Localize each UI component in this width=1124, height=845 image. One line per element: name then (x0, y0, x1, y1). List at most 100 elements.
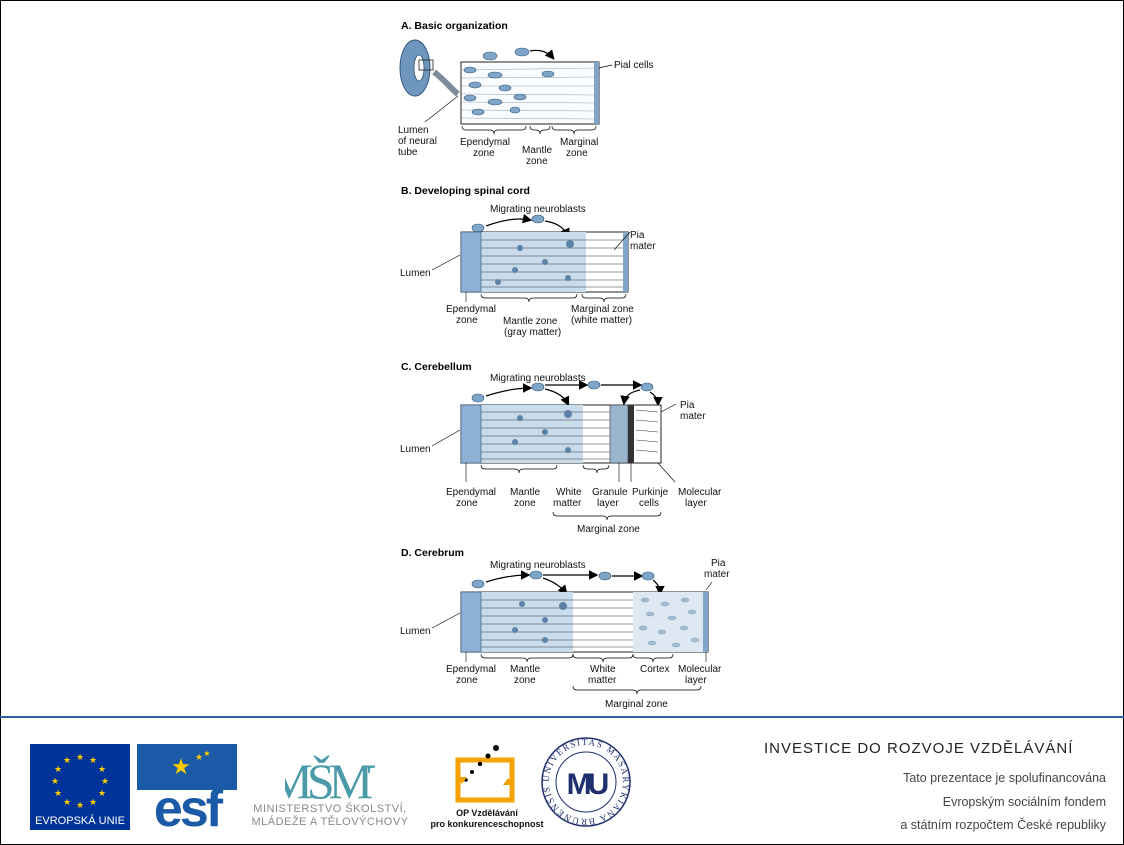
neural-tube-figure: A. Basic organization (398, 20, 730, 710)
ependymal-label-b-1: Ependymal (446, 304, 496, 315)
esf-logo: ★ ★★ esf (137, 744, 237, 830)
marginal-label-a-1: Marginal (560, 137, 598, 148)
msmt-logo: MŠMT (285, 753, 375, 804)
footer-heading: INVESTICE DO ROZVOJE VZDĚLÁVÁNÍ (764, 740, 1074, 757)
fibers-b (481, 239, 623, 288)
neuroblasts-c (512, 410, 572, 453)
pia-label-d-1: Pia (711, 558, 726, 569)
zoom-arrow-icon (432, 69, 460, 97)
ependymal-label-d-1: Ependymal (446, 664, 496, 675)
bracket-marginal-a (551, 125, 597, 135)
footer-divider (0, 716, 1124, 718)
fibers-d (481, 599, 633, 648)
footer-line-1: Tato prezentace je spolufinancována (903, 771, 1106, 785)
ependymal-label-a-2: zone (473, 148, 495, 159)
cortex-label-d: Cortex (640, 664, 669, 675)
white-label-d-2: matter (588, 675, 617, 686)
marginal-label-b-2: (white matter) (571, 315, 632, 326)
svg-text:★: ★ (89, 756, 97, 766)
white-label-c-1: White (556, 487, 582, 498)
svg-text:★: ★ (76, 753, 84, 763)
svg-text:★: ★ (54, 765, 62, 775)
op-line2: pro konkurenceschopnost (430, 819, 544, 829)
bracket-white-d (572, 653, 634, 663)
svg-text:★: ★ (98, 789, 106, 799)
marginal-label-a-2: zone (566, 148, 588, 159)
migrating-label-d: Migrating neuroblasts (490, 560, 586, 571)
panel-b: B. Developing spinal cord Migrating neur… (400, 185, 656, 338)
molecular-label-d-1: Molecular (678, 664, 722, 675)
tissue-block-a (460, 61, 600, 125)
molecular-label-c-1: Molecular (678, 487, 722, 498)
marginal-label-c: Marginal zone (577, 524, 640, 535)
pia-label-b-1: Pia (630, 230, 645, 241)
panel-d-title: D. Cerebrum (401, 547, 464, 559)
msmt-letters: MŠMT (285, 753, 375, 804)
pia-label-d-2: mater (704, 569, 730, 580)
svg-text:★: ★ (63, 798, 71, 808)
purkinje-layer-c (628, 405, 634, 463)
ependymal-label-c-1: Ependymal (446, 487, 496, 498)
white-label-c-2: matter (553, 498, 582, 509)
masaryk-university-seal: UNIVERSITAS MASARYKIANA BRUNENSIS MU (541, 737, 631, 827)
mantle-label-c-1: Mantle (510, 487, 540, 498)
panel-a-title: A. Basic organization (401, 20, 508, 32)
granule-layer-c (609, 404, 629, 464)
footer-line-3: a státním rozpočtem České republiky (900, 818, 1106, 832)
mantle-label-d-1: Mantle (510, 664, 540, 675)
ependymal-zone-d (460, 591, 482, 653)
esf-text: esf (154, 780, 224, 830)
op-logo (455, 745, 515, 803)
svg-text:★: ★ (195, 753, 203, 763)
ependymal-label-d-2: zone (456, 675, 478, 686)
mantle-label-d-2: zone (514, 675, 536, 686)
granule-label-c-1: Granule (592, 487, 628, 498)
footer-line-2: Evropským sociálním fondem (942, 795, 1106, 809)
neuroblasts-b (495, 240, 574, 285)
panel-b-title: B. Developing spinal cord (401, 185, 530, 197)
svg-text:★: ★ (54, 789, 62, 799)
panel-c-title: C. Cerebellum (401, 361, 472, 373)
lumen-label-a-1: Lumen (398, 125, 429, 136)
svg-text:★: ★ (171, 755, 191, 780)
svg-text:★: ★ (203, 749, 210, 758)
ependymal-label-c-2: zone (456, 498, 478, 509)
lumen-label-d: Lumen (400, 626, 431, 637)
pia-label-c-1: Pia (680, 400, 695, 411)
bracket-cortex-d (632, 653, 674, 663)
panel-c: C. Cerebellum Migrating neuroblasts (400, 361, 722, 535)
panel-a: A. Basic organization (398, 20, 653, 167)
mantle-label-b-1: Mantle zone (503, 316, 558, 327)
mantle-label-b-2: (gray matter) (504, 327, 561, 338)
lumen-label-b: Lumen (400, 268, 431, 279)
pial-layer-a (594, 62, 599, 124)
white-label-d-1: White (590, 664, 616, 675)
bracket-mantle-d (480, 653, 574, 663)
marginal-label-b-1: Marginal zone (571, 304, 634, 315)
svg-text:★: ★ (76, 801, 84, 811)
msmt-line1: MINISTERSTVO ŠKOLSTVÍ, (253, 803, 407, 815)
fibers-c (481, 409, 659, 460)
cortex-cells-d (638, 597, 700, 648)
pial-cells-label: Pial cells (614, 60, 653, 71)
migrating-label-b: Migrating neuroblasts (490, 204, 586, 215)
lumen-label-c: Lumen (400, 444, 431, 455)
svg-text:★: ★ (89, 798, 97, 808)
pia-label-c-2: mater (680, 411, 706, 422)
msmt-line2: MLÁDEŽE A TĚLOVÝCHOVY (251, 816, 409, 828)
eu-label: EVROPSKÁ UNIE (35, 815, 125, 827)
panel-d: D. Cerebrum Migrating neuroblasts (400, 547, 730, 710)
eu-flag-logo: ★★★ ★★★ ★★★ ★★★ (30, 744, 130, 830)
lumen-label-a-2: of neural (398, 136, 437, 147)
bracket-mantle-a (529, 125, 551, 135)
bracket-ependymal-a (461, 125, 527, 135)
ependymal-label-a-1: Ependymal (460, 137, 510, 148)
lumen-label-a-3: tube (398, 147, 418, 158)
bracket-mantle-b (480, 293, 578, 303)
op-line1: OP Vzdělávání (456, 808, 518, 818)
molecular-label-d-2: layer (685, 675, 707, 686)
neural-tube-ring-icon (399, 39, 434, 97)
fibers-a (461, 67, 595, 120)
mantle-label-a-2: zone (526, 156, 548, 167)
bracket-marginal-c (552, 511, 662, 521)
